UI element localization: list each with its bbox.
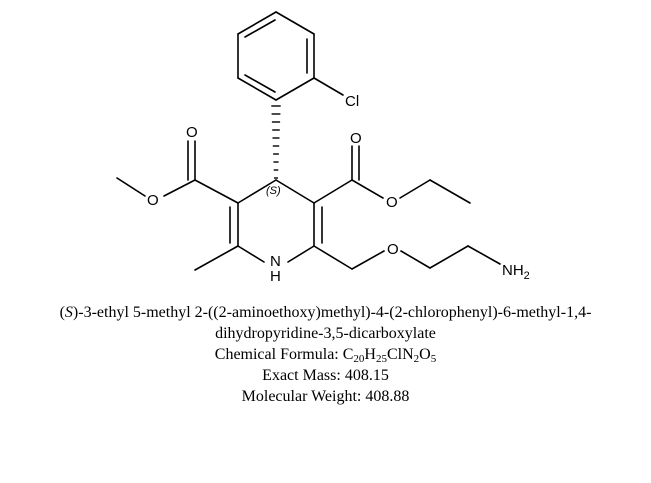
- ring-nitrogen-label: N: [270, 253, 281, 270]
- ethoxy-oxygen-label: O: [386, 194, 398, 211]
- chemical-structure: Cl O O O O O N H NH2 (S): [116, 11, 530, 285]
- amine-label: NH2: [502, 262, 530, 282]
- ether-oxygen-label: O: [387, 241, 399, 258]
- chemical-formula: Chemical Formula: C20H25ClN2O5: [214, 346, 437, 365]
- carbonyl-oxygen-left-label: O: [186, 124, 198, 141]
- iupac-name-line-2: dihydropyridine-3,5-dicarboxylate: [215, 325, 436, 342]
- aminoethoxymethyl-chain: [313, 245, 501, 270]
- dihydropyridine-ring: [229, 179, 323, 263]
- hashed-wedge-bond: [271, 105, 281, 179]
- chlorophenyl-ring: [237, 11, 315, 101]
- ring-nh-hydrogen-label: H: [270, 268, 281, 285]
- compound-caption: (S)-3-ethyl 5-methyl 2-((2-aminoethoxy)m…: [0, 302, 651, 407]
- methyl-ester-group: [116, 140, 239, 204]
- carbonyl-oxygen-right-label: O: [350, 130, 362, 147]
- molecular-weight: Molecular Weight: 408.88: [241, 388, 410, 405]
- methoxy-oxygen-label: O: [147, 192, 159, 209]
- iupac-name-line-1: (S)-3-ethyl 5-methyl 2-((2-aminoethoxy)m…: [59, 304, 592, 321]
- stereo-descriptor-label: (S): [266, 185, 281, 197]
- chlorine-label: Cl: [345, 93, 359, 110]
- stereo-italic: S: [64, 304, 73, 321]
- c-cl-bond: [313, 77, 344, 96]
- exact-mass: Exact Mass: 408.15: [262, 367, 389, 384]
- c6-methyl-bond: [194, 245, 239, 271]
- ethyl-ester-group: [313, 145, 471, 204]
